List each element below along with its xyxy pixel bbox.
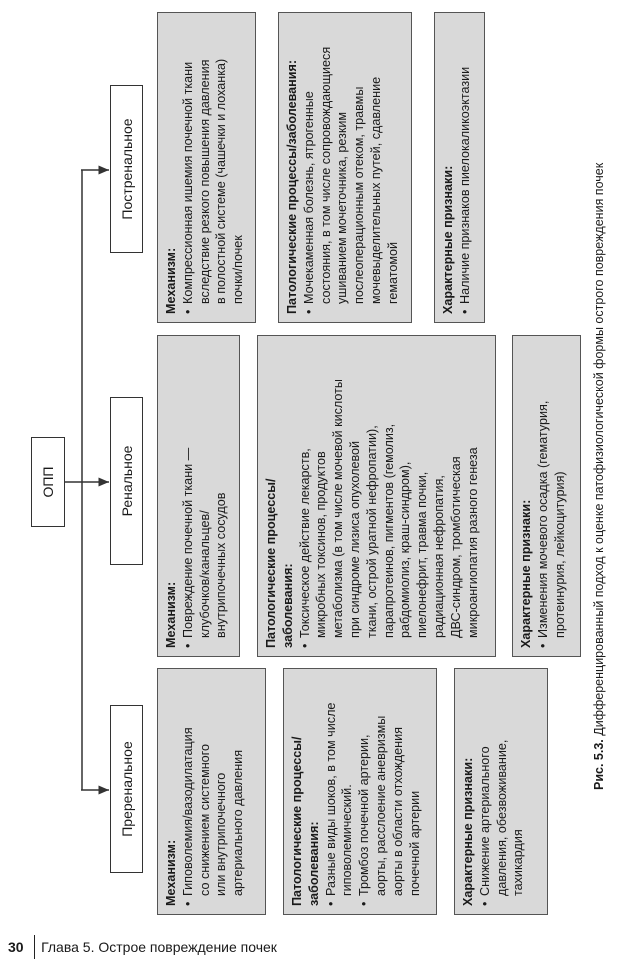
box-heading: Механизм: [164,581,178,648]
caption-text: Дифференцированный подход к оценке патоф… [592,162,606,740]
list-item: Разные виды шоков, в том числе гиповолем… [323,677,357,906]
page-footer: 30 Глава 5. Острое повреждение почек [8,935,277,959]
root-node-opp: ОПП [31,437,65,527]
box-heading: Механизм: [164,839,178,906]
list-item: Компрессионная ишемия почечной ткани всл… [180,21,247,314]
box-heading: Патологические процессы/заболевания: [285,59,299,314]
chapter-title: Глава 5. Острое повреждение почек [41,939,277,955]
prerenal-signs-box: Характерные признаки: Снижение артериаль… [454,668,548,915]
node-prerenal: Преренальное [110,705,143,873]
node-renal: Ренальное [110,397,143,565]
list-item: Снижение артериального давления, обезвож… [477,677,527,906]
list-item: Гиповолемия/вазодилатация со снижением с… [180,677,247,906]
list-item: Токсическое действие лекарств, микробных… [297,344,482,648]
renal-pathology-box: Патологические процессы/ заболевания: То… [257,335,496,657]
box-heading: Характерные признаки: [519,499,533,648]
list-item: Мочекаменная болезнь, ятрогенные состоян… [301,21,402,314]
caption-label: Рис. 5.3. [592,739,606,790]
postrenal-signs-box: Характерные признаки: Наличие признаков … [434,12,485,323]
list-item: Повреждение почечной ткани — клубочков/к… [180,344,230,648]
list-item: Наличие признаков пиелокаликоэктазии [457,21,474,314]
list-item: Изменения мочевого осадка (гематурия, пр… [535,344,569,648]
figure-caption: Рис. 5.3. Дифференцированный подход к оц… [592,163,606,790]
renal-signs-box: Характерные признаки: Изменения мочевого… [512,335,581,657]
box-heading: Механизм: [164,247,178,314]
postrenal-pathology-box: Патологические процессы/заболевания: Моч… [278,12,412,323]
renal-mechanism-box: Механизм: Повреждение почечной ткани — к… [157,335,240,657]
prerenal-pathology-box: Патологические процессы/ заболевания: Ра… [283,668,437,915]
postrenal-mechanism-box: Механизм: Компрессионная ишемия почечной… [157,12,256,323]
list-item: Тромбоз почечной артерии, аорты, расслое… [356,677,423,906]
prerenal-mechanism-box: Механизм: Гиповолемия/вазодилатация со с… [157,668,266,915]
box-heading: Характерные признаки: [441,165,455,314]
node-postrenal: Постренальное [110,85,143,253]
page-number: 30 [8,939,24,955]
box-heading: Характерные признаки: [461,757,475,906]
box-heading: Патологические процессы/ заболевания: [290,736,321,907]
footer-divider [33,935,36,959]
box-heading: Патологические процессы/ заболевания: [264,478,295,649]
